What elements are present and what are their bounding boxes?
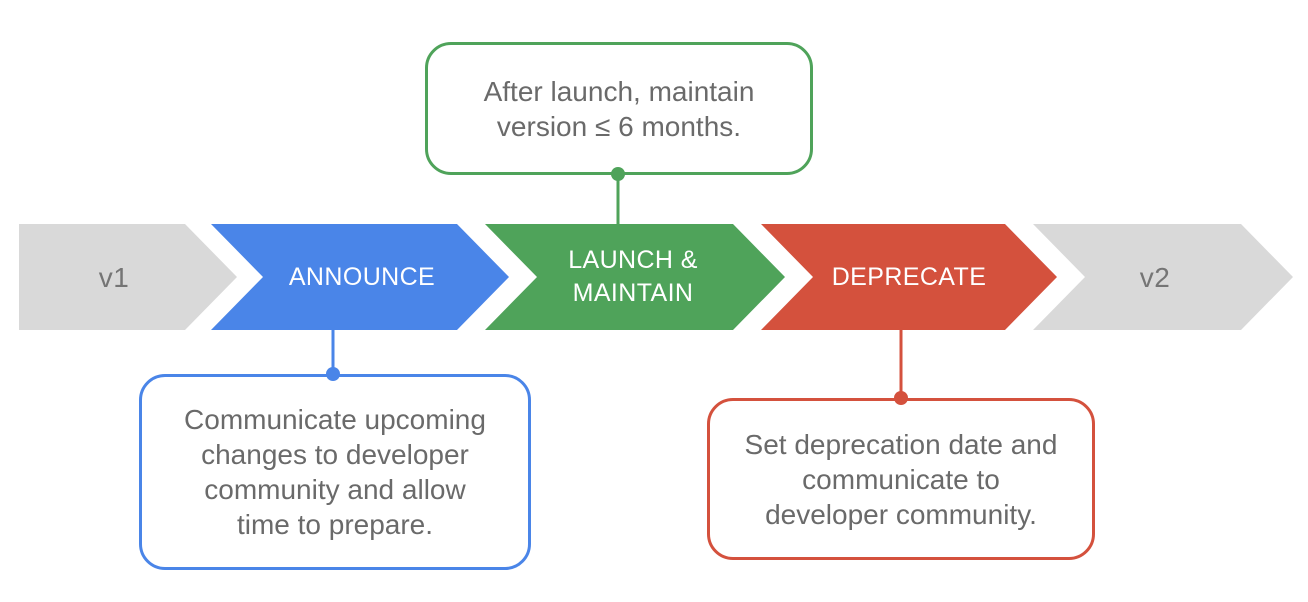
callout-deprecate-text: Set deprecation date and communicate to … [744,428,1058,530]
callout-launch-maintain: After launch, maintain version ≤ 6 month… [425,42,813,175]
chevron-launch-maintain [485,224,785,330]
chevron-v2 [1033,224,1293,330]
chevron-announce [211,224,509,330]
callout-launch-maintain-text: After launch, maintain version ≤ 6 month… [483,75,755,142]
callout-announce-text: Communicate upcoming changes to develope… [184,404,486,540]
callout-deprecate: Set deprecation date and communicate to … [707,398,1095,560]
callout-announce: Communicate upcoming changes to develope… [139,374,531,570]
chevron-v1 [19,224,237,330]
chevron-deprecate [761,224,1057,330]
